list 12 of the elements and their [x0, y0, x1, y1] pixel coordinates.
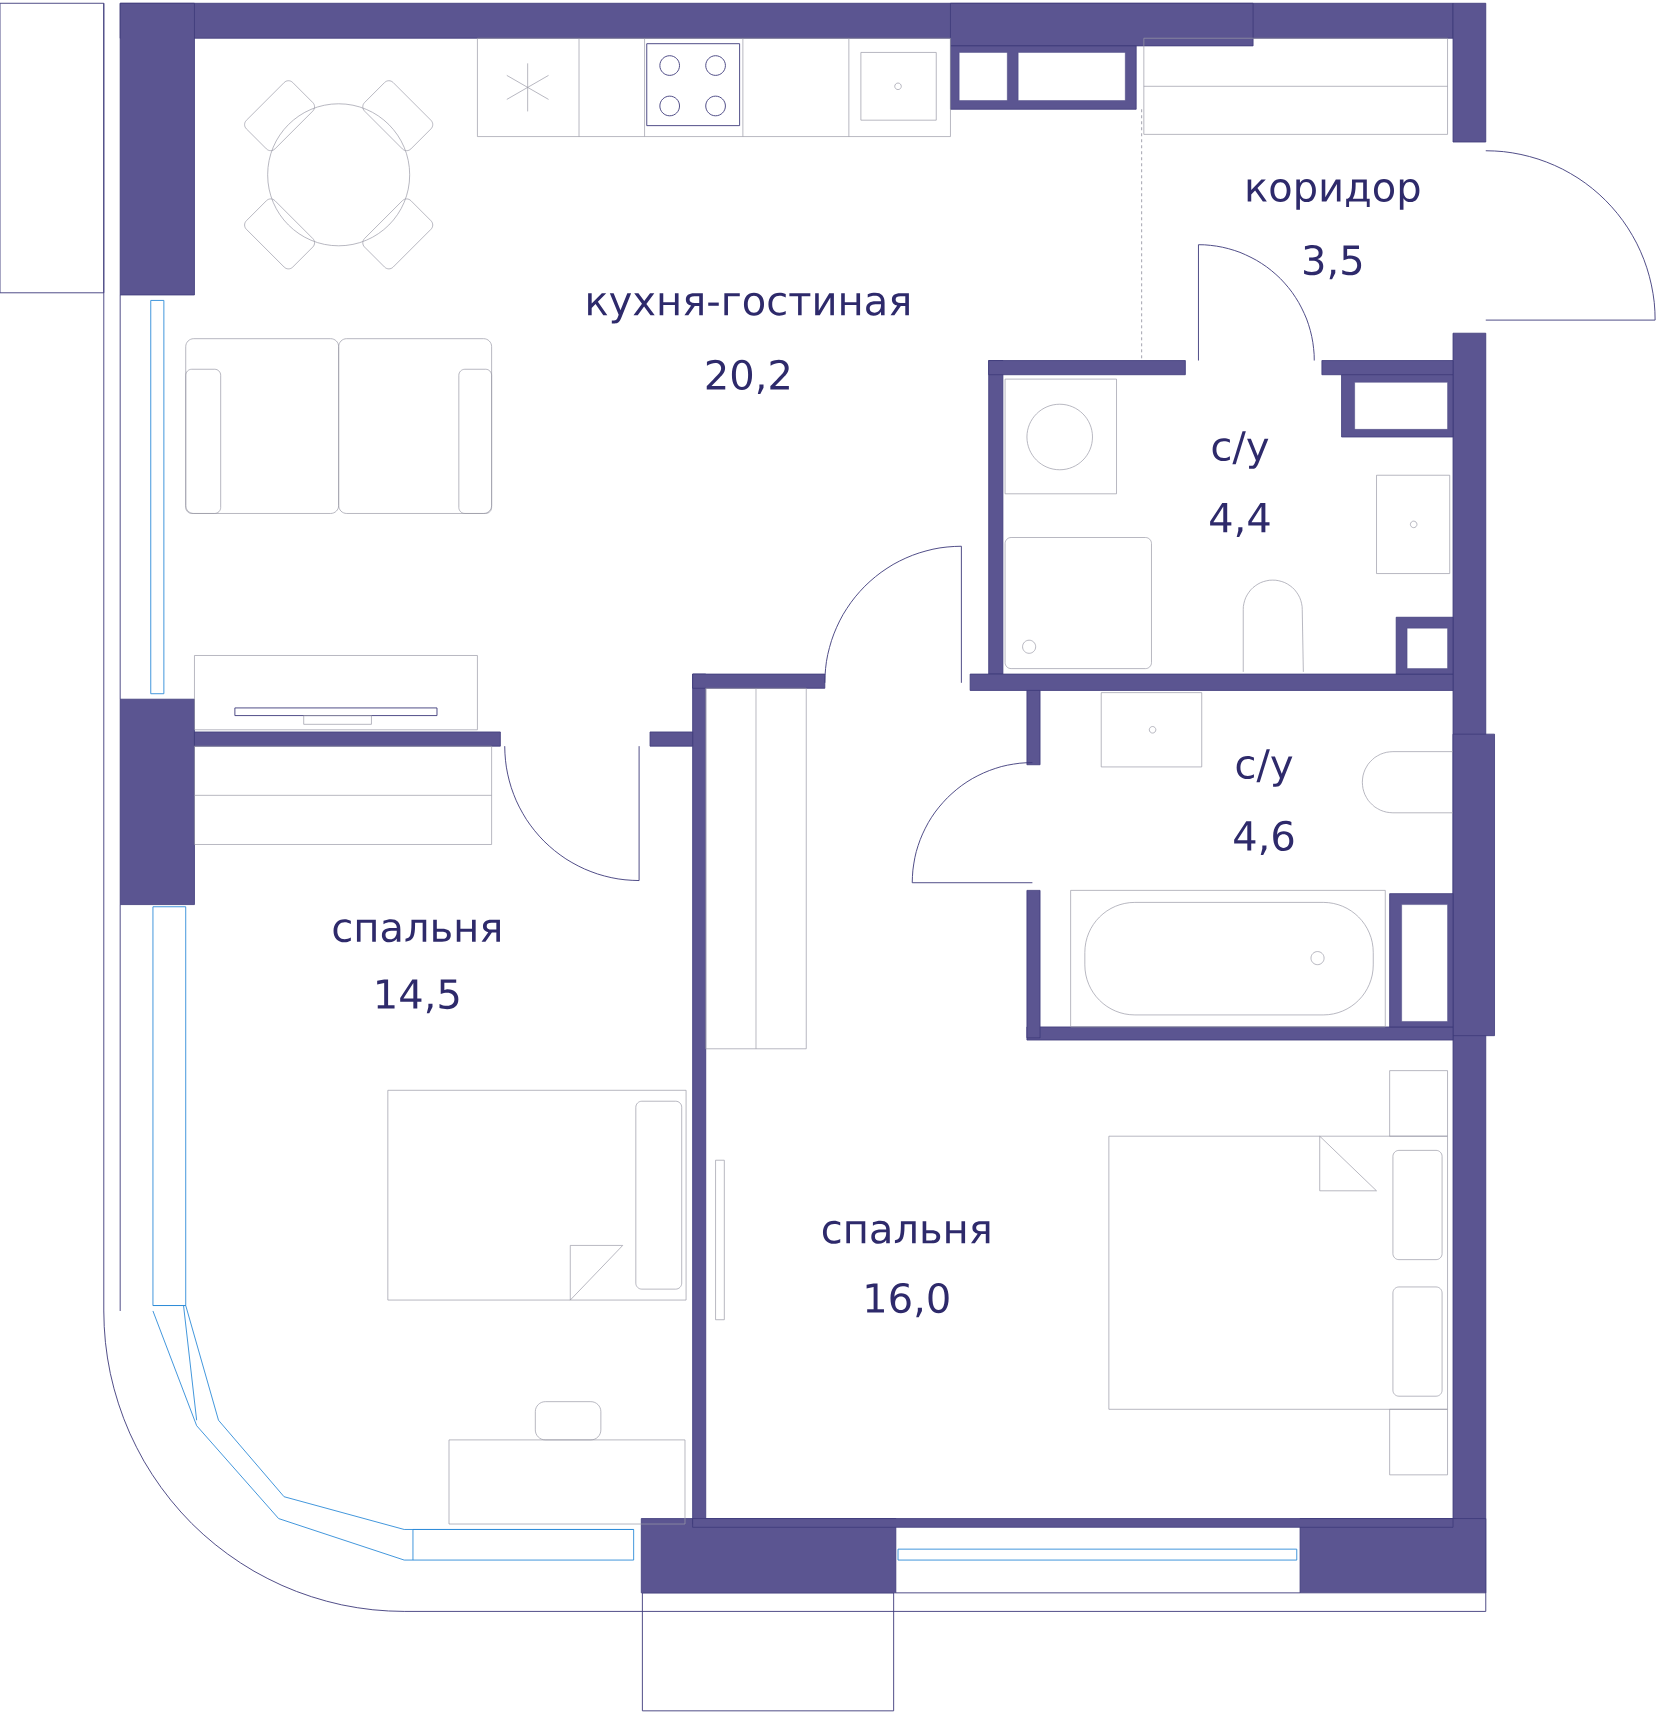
room-area: 4,6	[1233, 820, 1294, 856]
room-area: 14,5	[377, 979, 459, 1014]
room-name: с/у	[1236, 749, 1293, 787]
room-name: кухня-гостиная	[587, 292, 909, 324]
room-name: спальня	[822, 1220, 990, 1244]
room-name: коридор	[1247, 179, 1420, 210]
room-area: 16,0	[866, 1282, 949, 1318]
room-area: 3,5	[1303, 245, 1361, 280]
room-area: 20,2	[706, 359, 789, 395]
room-name: спальня	[333, 919, 500, 943]
room-name: с/у	[1212, 431, 1269, 469]
room-area: 4,4	[1209, 503, 1270, 537]
